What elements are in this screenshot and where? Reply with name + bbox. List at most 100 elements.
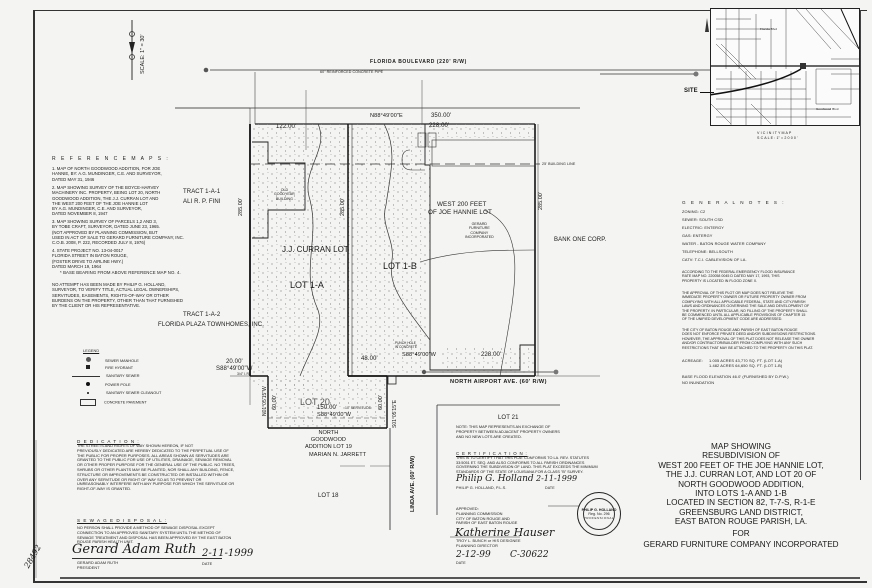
reference-map-2: 2. MAP SHOWING SURVEY OF THE BOYCE-HARVE…	[52, 185, 161, 217]
legend-heading: LEGEND	[83, 349, 100, 353]
note-catv: CATV: T.C.I. CABLEVISION OF LA.	[682, 257, 747, 262]
dedication-body: THE STREETS AND RIGHTS OF WAY SHOWN HERE…	[77, 443, 236, 492]
vicinity-road-goodwood: Goodwood Blvd	[816, 107, 839, 111]
legend-sewer-manhole: SEWER MANHOLE	[86, 357, 139, 363]
curran-lot-label: J.J. CURRAN LOT	[282, 245, 349, 254]
dim-350: 350.00'	[431, 113, 452, 119]
sewage-heading: S E W A G E D I S P O S A L :	[77, 518, 168, 523]
title-line: NORTH GOODWOOD ADDITION,	[678, 479, 804, 489]
west-200-label-1: WEST 200 FEET	[437, 201, 487, 208]
base-bearing-note: * BASE BEARING FROM ABOVE REFERENCE MAP …	[60, 270, 181, 275]
dim-20: 20.00'	[226, 359, 243, 365]
owner-signature: Gerard Adam Ruth	[72, 542, 197, 557]
dim-150: 150.00'	[317, 405, 338, 411]
title-line: WEST 200 FEET OF THE JOE HANNIE LOT,	[658, 460, 824, 470]
title-block: MAP SHOWING RESUBDIVISION OF WEST 200 FE…	[636, 442, 846, 549]
case-number: C-30622	[510, 550, 549, 560]
title-line: INTO LOTS 1-A AND 1-B	[695, 489, 787, 499]
drawing-border	[33, 10, 867, 583]
planning-signer: TROY L. BUNCH or HIS DESIGNEE	[456, 539, 521, 543]
bearing-vert-right: S01°05'15"E	[392, 399, 398, 428]
vicinity-road-florida: Florida Blvd	[760, 27, 778, 31]
surveyor-name: PHILIP G. HOLLAND, P.L.S.	[456, 486, 507, 490]
note-flood: ACCORDING TO THE FEDERAL EMERGENCY FLOOD…	[682, 270, 796, 283]
fire-hydrant-icon	[86, 365, 90, 369]
legend-sanitary-sewer: SANITARY SEWER	[72, 374, 140, 378]
reference-maps-heading: R E F E R E N C E M A P S :	[52, 156, 170, 162]
lot-1b-label: LOT 1-B	[383, 261, 417, 271]
bearing-left: S88°49'00"W	[216, 366, 253, 372]
gerard-building-label: GERARD FURNITURE COMPANY INCORPORATED	[465, 222, 494, 240]
sanitary-sewer-icon	[72, 375, 100, 377]
surveyor-seal: PHILIP G. HOLLAND Reg. No. 296 PROFESSIO…	[577, 492, 621, 536]
servitude-label: 10' SERVITUDE	[345, 406, 372, 410]
vicinity-site-label: SITE	[684, 88, 698, 94]
dim-285-mid: 285.00'	[340, 198, 346, 216]
note-sewer: SEWER: SOUTH CSD	[682, 217, 723, 222]
dim-228-top: 228.00'	[429, 123, 450, 129]
legend-power-pole: POWER POLE	[86, 382, 131, 387]
surveyor-sign-date: 2-11-1999	[536, 474, 578, 483]
concrete-pavement-icon	[80, 399, 96, 406]
note-telephone: TELEPHONE: BELLSOUTH	[682, 249, 733, 254]
west-200-label-2: OF JOE HANNIE LOT	[428, 209, 492, 216]
north-goodwood-label: NORTH GOODWOOD ADDITION LOT 19	[305, 430, 352, 450]
dim-285-left: 285.00'	[238, 198, 244, 216]
punch-hole-label: PUNCH HOLE IN CONCRETE	[395, 341, 417, 349]
reference-map-1: 1. MAP OF NORTH GOODWOOD ADDITION, FOR J…	[52, 166, 162, 182]
owner-sign-date: 2-11-1999	[202, 548, 254, 559]
certification-body: THIS IS TO CERTIFY THAT THIS PLAT CONFOR…	[456, 456, 598, 475]
acreage-label: ACREAGE:	[682, 358, 703, 363]
lot-18-label: LOT 18	[318, 493, 339, 499]
approval-block: APPROVED: PLANNING COMMISSION CITY OF BA…	[456, 506, 518, 526]
power-pole-icon	[86, 382, 90, 386]
dim-285-right: 285.00'	[538, 192, 544, 210]
title-line: EAST BATON ROUGE PARISH, LA.	[674, 517, 808, 527]
title-line: FOR	[732, 528, 750, 538]
note-electric: ELECTRIC: ENTERGY	[682, 225, 724, 230]
surveyor-signature: Philip G. Holland	[456, 474, 534, 484]
survey-disclaimer: NO ATTEMPT HAS BEEN MADE BY PHILIP G. HO…	[52, 282, 183, 309]
dim-60-right: 60.00'	[378, 395, 384, 410]
title-line: MAP SHOWING	[711, 442, 771, 451]
north-arrow-icon	[705, 18, 709, 32]
sewage-body: NO PERSON SHALL PROVIDE A METHOD OF SEWA…	[77, 525, 232, 545]
no-inundation: NO INUNDATION	[682, 380, 715, 385]
note-approval: THE APPROVAL OF THIS PLOT OR MAP DOES NO…	[682, 291, 810, 322]
bearing-top: N88°49'00"E	[370, 113, 403, 119]
base-flood-elevation: BASE FLOOD ELEVATION 46.0' (FURNISHED BY…	[682, 374, 789, 379]
planning-sign-date: 2-12-99	[456, 550, 491, 560]
reference-map-4: 4. STATE PROJECT NO. 13-04-0017 FLORIDA …	[52, 248, 128, 269]
title-line: RESUBDIVISION OF	[702, 451, 780, 461]
certification-heading: C E R T I F I C A T I O N :	[456, 451, 528, 456]
title-line: THE J.J. CURRAN LOT, AND LOT 20 OF	[665, 470, 817, 480]
acreage-lot-1b: 1.482 ACRES 64,650 SQ. FT. (LOT 1-B)	[709, 363, 783, 368]
note-zoning: ZONING: C2	[682, 209, 706, 214]
lot-1a-label: LOT 1-A	[290, 280, 324, 290]
iron-rod-label: 3/4" I.R.	[237, 372, 251, 376]
reference-map-3: 3. MAP SHOWING SURVEY OF PARCELS 1,2 AND…	[52, 219, 184, 246]
tract-1a2-owner: FLORIDA PLAZA TOWNHOMES, INC.	[158, 322, 265, 328]
bank-one-label: BANK ONE CORP.	[554, 237, 607, 243]
bearing-bottom: S88°49'00"W	[317, 412, 352, 418]
sewer-manhole-icon	[86, 357, 91, 362]
owner-title: PRESIDENT	[77, 566, 100, 570]
pipe-note: 60" REINFORCED CONCRETE PIPE	[320, 70, 384, 74]
sewer-cleanout-icon	[87, 392, 89, 394]
site-pointer	[700, 92, 714, 93]
jarrett-label: MARIAN N. JARRETT	[309, 452, 367, 458]
dim-60-left: 60.00'	[272, 395, 278, 410]
owner-name: GERARD ADAM RUTH	[77, 561, 119, 565]
legend-fire-hydrant: FIRE HYDRANT	[86, 365, 133, 370]
planning-date-label: DATE	[456, 561, 466, 565]
building-line-label: 25' BUILDING LINE	[542, 162, 576, 166]
dedication-heading: D E D I C A T I O N :	[77, 439, 140, 444]
dim-48: 48.00'	[361, 356, 378, 362]
vicinity-map	[710, 8, 860, 126]
lot-20-label: LOT 20	[300, 397, 330, 407]
owner-date-label: DATE	[202, 562, 213, 566]
legend-concrete-pavement: CONCRETE PAVEMENT	[80, 399, 147, 406]
exchange-note: NOTE: THIS MAP REPRESENTS AN EXCHANGE OF…	[456, 424, 560, 439]
